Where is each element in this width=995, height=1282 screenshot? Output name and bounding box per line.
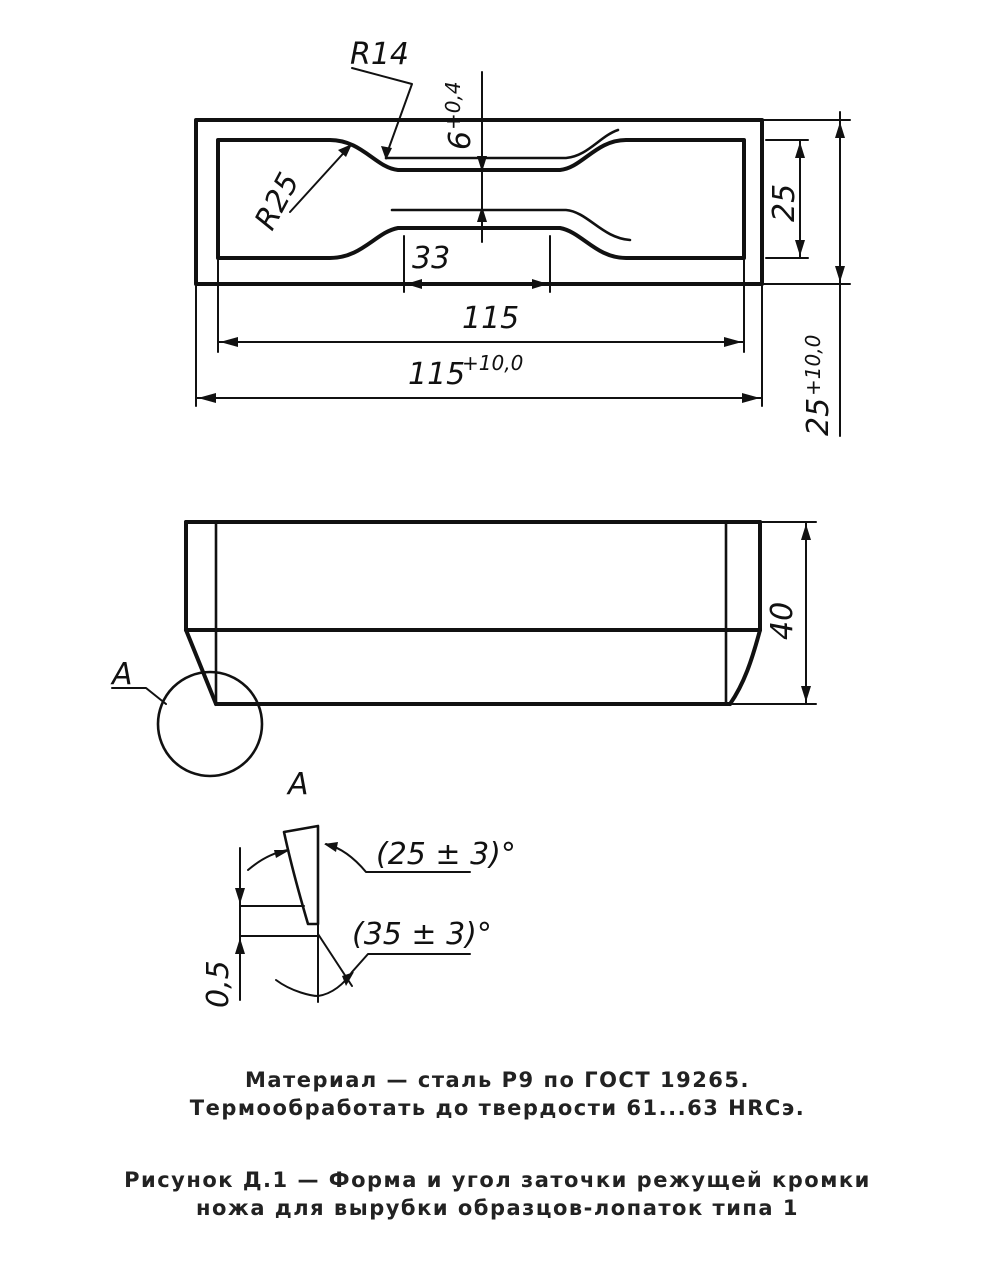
neck-length-label: 33 [412, 241, 450, 276]
edge-offset-label: 0,5 [201, 960, 236, 1008]
r25-leader [289, 145, 351, 213]
figure-caption-line-1: Рисунок Д.1 — Форма и угол заточки режущ… [124, 1168, 871, 1192]
dumbbell-inner-wall-top [384, 128, 620, 160]
top-view: R14 R25 6 +0,4 25 25 +10,0 [194, 37, 851, 437]
outer-height-tolerance: +10,0 [801, 335, 825, 396]
angle-upper-label: (25 ± 3)° [376, 837, 516, 872]
side-view-left-bevel [184, 628, 218, 706]
outer-height-label: 25 [801, 398, 836, 436]
figure-caption: Рисунок Д.1 — Форма и угол заточки режущ… [0, 1166, 995, 1222]
angle-lower-label: (35 ± 3)° [352, 917, 492, 952]
neck-width-tolerance: +0,4 [441, 81, 465, 130]
outer-length-label: 115 [408, 357, 465, 392]
material-line-2: Термообработать до твердости 61...63 HRC… [189, 1096, 806, 1120]
detail-a-callout-label: A [110, 657, 133, 692]
inner-height-label: 25 [767, 184, 802, 222]
neck-width-label: 6 [443, 131, 478, 150]
dumbbell-inner-wall-bottom [390, 208, 632, 242]
side-height-label: 40 [765, 602, 800, 640]
material-line-1: Материал — сталь Р9 по ГОСТ 19265. [244, 1068, 751, 1092]
r14-leader [351, 67, 413, 157]
detail-a-callout-circle [156, 670, 264, 778]
side-view-right-bevel [728, 628, 762, 706]
side-view: 40 A [110, 520, 817, 778]
detail-a-title: A [286, 767, 309, 802]
blade-section [282, 824, 320, 926]
material-caption: Материал — сталь Р9 по ГОСТ 19265. Термо… [0, 1066, 995, 1122]
outer-length-tolerance: +10,0 [462, 351, 523, 375]
r14-label: R14 [350, 37, 409, 72]
r25-label: R25 [248, 167, 307, 236]
figure-caption-line-2: ножа для вырубки образцов-лопаток типа 1 [195, 1196, 800, 1220]
inner-length-label: 115 [462, 301, 519, 336]
detail-a: A 0,5 (25 ± 3)° (35 ± 3)° [201, 767, 516, 1008]
detail-a-leader [111, 687, 167, 705]
